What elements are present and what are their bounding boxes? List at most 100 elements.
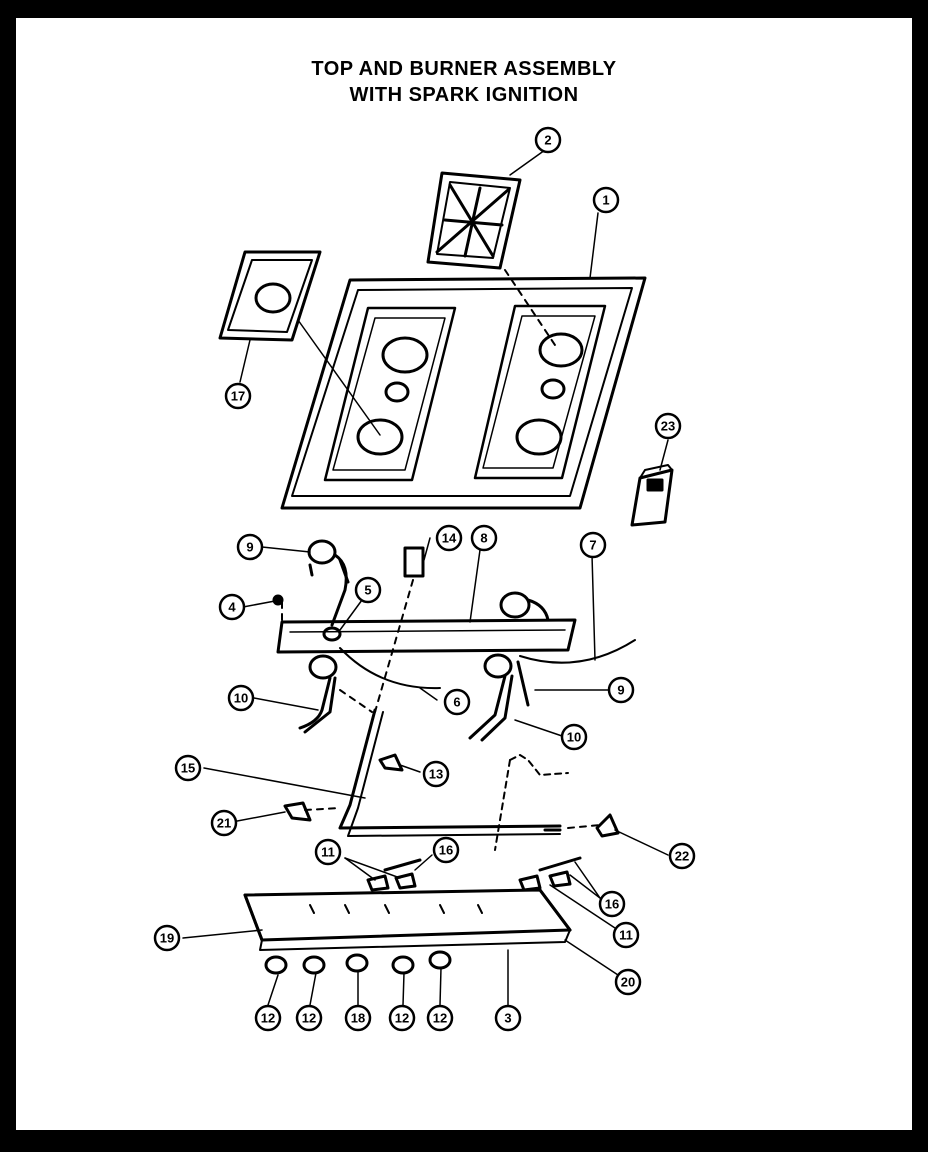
callout-circle xyxy=(432,836,460,864)
burner-grate xyxy=(426,171,522,270)
callout-circle xyxy=(470,524,498,552)
callout-number: 12 xyxy=(433,1011,447,1026)
callout-number: 11 xyxy=(619,928,633,943)
callout-number: 16 xyxy=(605,897,619,912)
callout-circle xyxy=(435,524,463,552)
drip-bowl xyxy=(218,250,322,342)
callout-number: 9 xyxy=(246,540,253,555)
callout-6: 6 xyxy=(443,688,471,716)
callout-number: 23 xyxy=(661,419,675,434)
callout-19: 19 xyxy=(153,924,181,952)
callout-circle xyxy=(388,1004,416,1032)
callout-number: 9 xyxy=(617,683,624,698)
callout-11: 11 xyxy=(612,921,640,949)
diagram-title: TOP AND BURNER ASSEMBLY WITH SPARK IGNIT… xyxy=(16,56,912,108)
callout-16: 16 xyxy=(598,890,626,918)
callout-number: 4 xyxy=(228,600,236,615)
callout-number: 2 xyxy=(544,133,551,148)
callout-16: 16 xyxy=(432,836,460,864)
callout-23: 23 xyxy=(654,412,682,440)
callout-circle xyxy=(218,593,246,621)
callout-circle xyxy=(668,842,696,870)
terminal-block xyxy=(630,464,674,527)
callout-number: 18 xyxy=(351,1011,365,1026)
callout-1: 1 xyxy=(592,186,620,214)
callout-circle xyxy=(295,1004,323,1032)
callout-11: 11 xyxy=(314,838,342,866)
callout-circle xyxy=(607,676,635,704)
callout-12: 12 xyxy=(295,1004,323,1032)
callout-18: 18 xyxy=(344,1004,372,1032)
callout-circle xyxy=(654,412,682,440)
callout-12: 12 xyxy=(254,1004,282,1032)
callout-circle xyxy=(598,890,626,918)
valves-orifices xyxy=(366,856,582,892)
callout-circle xyxy=(579,531,607,559)
callout-number: 5 xyxy=(364,583,371,598)
callout-number: 12 xyxy=(261,1011,275,1026)
callout-12: 12 xyxy=(388,1004,416,1032)
callout-number: 21 xyxy=(217,816,231,831)
callout-9: 9 xyxy=(236,533,264,561)
callout-8: 8 xyxy=(470,524,498,552)
callout-2: 2 xyxy=(534,126,562,154)
callout-5: 5 xyxy=(354,576,382,604)
callout-circle xyxy=(254,1004,282,1032)
callout-number: 13 xyxy=(429,767,443,782)
callout-circle xyxy=(153,924,181,952)
callout-10: 10 xyxy=(227,684,255,712)
callout-number: 17 xyxy=(231,389,245,404)
title-line-1: TOP AND BURNER ASSEMBLY xyxy=(311,58,617,80)
callout-circle xyxy=(592,186,620,214)
gas-manifold xyxy=(338,708,569,851)
callout-number: 12 xyxy=(302,1011,316,1026)
callout-3: 3 xyxy=(494,1004,522,1032)
callout-number: 10 xyxy=(234,691,248,706)
callout-circle xyxy=(354,576,382,604)
leader-dash-lines xyxy=(281,269,601,829)
callout-number: 19 xyxy=(160,931,174,946)
callout-circle xyxy=(227,684,255,712)
callout-number: 14 xyxy=(442,531,457,546)
callout-14: 14 xyxy=(435,524,463,552)
callout-10: 10 xyxy=(560,723,588,751)
callout-circle xyxy=(224,382,252,410)
callout-17: 17 xyxy=(224,382,252,410)
callout-number: 22 xyxy=(675,849,689,864)
callout-circle xyxy=(210,809,238,837)
callout-number: 3 xyxy=(504,1011,511,1026)
callout-leaders xyxy=(182,149,669,1006)
callout-9: 9 xyxy=(607,676,635,704)
callout-21: 21 xyxy=(210,809,238,837)
callout-circle xyxy=(612,921,640,949)
callout-circle xyxy=(174,754,202,782)
callout-7: 7 xyxy=(579,531,607,559)
control-knobs xyxy=(264,950,452,975)
title-line-2: WITH SPARK IGNITION xyxy=(349,84,579,106)
callout-20: 20 xyxy=(614,968,642,996)
callout-number: 1 xyxy=(602,193,609,208)
callout-22: 22 xyxy=(668,842,696,870)
small-hardware xyxy=(283,753,620,838)
callout-number: 16 xyxy=(439,843,453,858)
callout-circle xyxy=(426,1004,454,1032)
callout-number: 11 xyxy=(321,845,335,860)
callout-12: 12 xyxy=(426,1004,454,1032)
callout-number: 15 xyxy=(181,761,195,776)
callout-circle xyxy=(443,688,471,716)
callout-number: 10 xyxy=(567,730,581,745)
callout-number: 7 xyxy=(589,538,596,553)
callout-circle xyxy=(614,968,642,996)
callout-number: 20 xyxy=(621,975,635,990)
callout-13: 13 xyxy=(422,760,450,788)
callout-4: 4 xyxy=(218,593,246,621)
control-panel xyxy=(243,888,572,951)
callout-circle xyxy=(494,1004,522,1032)
burner-assembly xyxy=(272,539,636,742)
callout-circle xyxy=(534,126,562,154)
callout-number: 8 xyxy=(480,531,487,546)
callout-15: 15 xyxy=(174,754,202,782)
callout-number: 6 xyxy=(453,695,460,710)
